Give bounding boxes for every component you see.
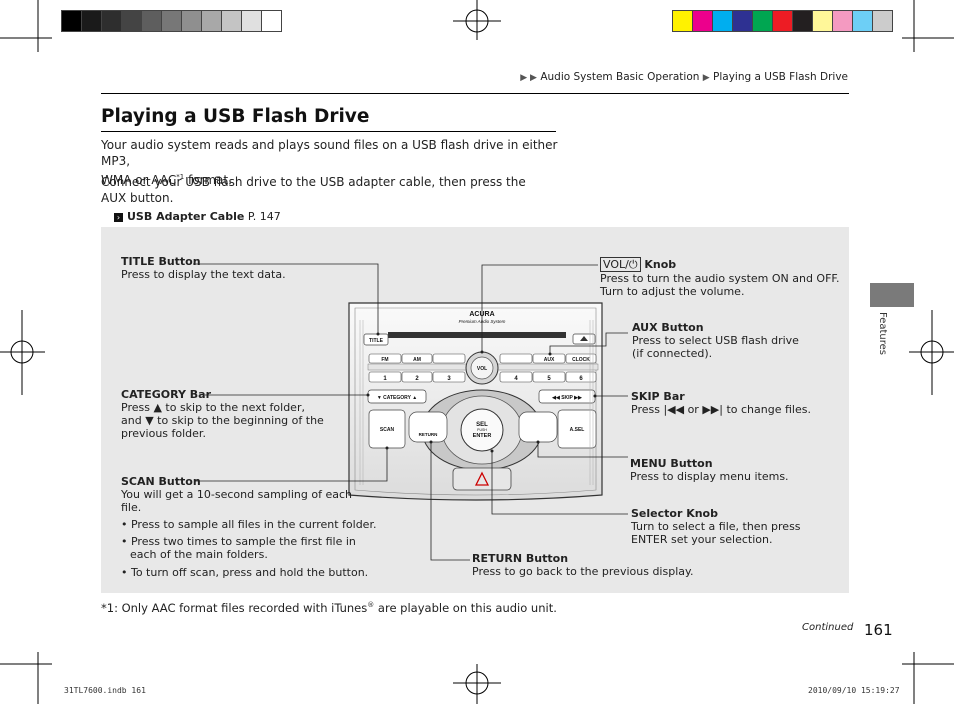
radio-label-skip: ◀◀ SKIP ▶▶ xyxy=(551,395,583,401)
breadcrumb-part-1[interactable]: Audio System Basic Operation xyxy=(540,71,700,83)
vol-power-key: VOL/⏻ xyxy=(600,257,641,272)
title-rule xyxy=(101,131,556,132)
print-info-right: 2010/09/10 15:19:27 xyxy=(808,686,900,695)
radio-label-am: AM xyxy=(413,357,421,363)
footnote: *1: Only AAC format files recorded with … xyxy=(101,601,557,615)
intro-paragraph-1: Your audio system reads and plays sound … xyxy=(101,138,558,187)
callout-skip-bar: SKIP Bar Press |◀◀ or ▶▶| to change file… xyxy=(631,390,811,416)
radio-label-cat: ▼ CATEGORY ▲ xyxy=(377,395,417,401)
scan-bullet-3: • To turn off scan, press and hold the b… xyxy=(121,566,369,579)
features-side-tab[interactable] xyxy=(870,283,914,307)
radio-label-asel: A.SEL xyxy=(570,427,585,433)
radio-label-p5: 5 xyxy=(547,376,551,382)
radio-label-p3: 3 xyxy=(447,376,451,382)
scan-bullet-1: • Press to sample all files in the curre… xyxy=(121,518,377,531)
radio-label-return: RETURN xyxy=(419,432,438,437)
color-swatch xyxy=(872,10,893,32)
page-title: Playing a USB Flash Drive xyxy=(101,106,370,127)
radio-label-push: PUSH xyxy=(477,428,487,432)
intro-paragraph-2: Connect your USB flash drive to the USB … xyxy=(101,175,526,205)
radio-label-scan: SCAN xyxy=(380,427,395,433)
power-icon: ⏻ xyxy=(628,258,638,271)
radio-label-sel: SEL xyxy=(476,422,488,428)
callout-category-bar: CATEGORY Bar Press ▲ to skip to the next… xyxy=(121,388,324,440)
xref-usb-adapter[interactable]: ›USB Adapter Cable P. 147 xyxy=(114,210,281,223)
breadcrumb: ▶ ▶ Audio System Basic Operation ▶ Playi… xyxy=(520,71,848,83)
callout-vol-knob: VOL/⏻ Knob Press to turn the audio syste… xyxy=(600,257,840,298)
radio-label-clock: CLOCK xyxy=(572,357,590,363)
title-button xyxy=(363,333,389,346)
callout-title-button: TITLE Button Press to display the text d… xyxy=(121,255,286,281)
radio-label-p2: 2 xyxy=(415,376,419,382)
print-info-left: 31TL7600.indb 161 xyxy=(64,686,146,695)
breadcrumb-arrow-icon: ▶ ▶ xyxy=(520,73,537,83)
callout-menu-button: MENU Button Press to display menu items. xyxy=(630,457,789,483)
callout-scan-button: SCAN Button You will get a 10-second sam… xyxy=(121,475,352,514)
callout-return-button: RETURN Button Press to go back to the pr… xyxy=(472,552,694,578)
page-number: 161 xyxy=(864,621,893,639)
features-side-label: Features xyxy=(877,312,888,355)
breadcrumb-arrow-icon: ▶ xyxy=(702,73,710,83)
radio-label-p4: 4 xyxy=(514,376,518,382)
scan-bullet-2: • Press two times to sample the first fi… xyxy=(121,535,356,561)
radio-label-p6: 6 xyxy=(579,376,583,382)
radio-label-vol: VOL xyxy=(477,366,487,372)
radio-label-title: TITLE xyxy=(369,338,384,344)
radio-label-p1: 1 xyxy=(383,376,387,382)
radio-label-aux: AUX xyxy=(544,357,555,363)
color-swatch xyxy=(261,10,282,32)
header-rule xyxy=(101,93,849,94)
continued-label: Continued xyxy=(802,622,854,633)
radio-label-fm: FM xyxy=(381,357,388,363)
breadcrumb-part-2[interactable]: Playing a USB Flash Drive xyxy=(713,71,848,83)
xref-arrow-icon: › xyxy=(114,213,123,222)
callout-selector-knob: Selector Knob Turn to select a file, the… xyxy=(631,507,801,546)
radio-label-enter: ENTER xyxy=(473,433,492,439)
callout-aux-button: AUX Button Press to select USB flash dri… xyxy=(632,321,799,360)
